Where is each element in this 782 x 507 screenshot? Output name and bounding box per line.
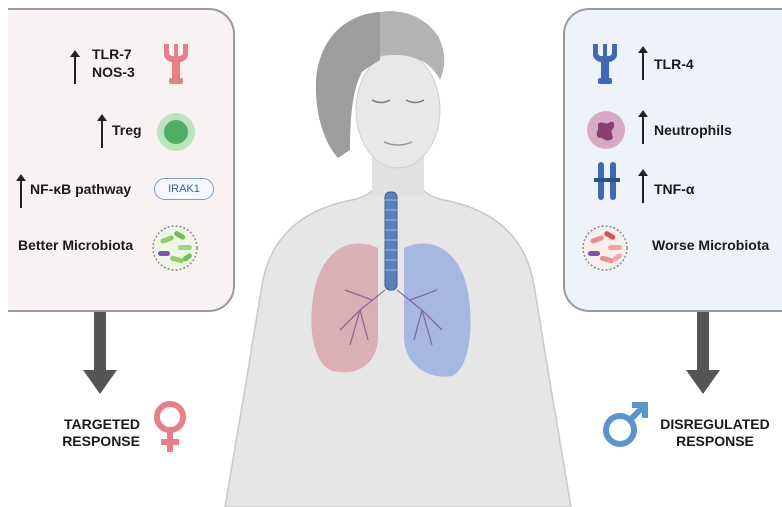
- treg-cell-icon: [156, 112, 196, 152]
- trachea: [385, 192, 397, 290]
- irak1-badge: IRAK1: [154, 178, 214, 200]
- label-nfkb-pathway: NF-κB pathway: [30, 181, 131, 197]
- label-tnf-alpha: TNF-α: [654, 181, 694, 197]
- label-neutrophils: Neutrophils: [654, 122, 732, 138]
- increase-arrow: [74, 56, 76, 84]
- down-arrow-female: [94, 312, 106, 372]
- male-response-label: DISREGULATED RESPONSE: [660, 416, 770, 450]
- down-arrow-male: [697, 312, 709, 372]
- tnf-receptor-icon: [592, 160, 622, 206]
- increase-arrow: [101, 120, 103, 148]
- male-symbol-icon: [600, 400, 650, 450]
- increase-arrow: [642, 175, 644, 203]
- tlr-receptor-icon: [156, 40, 196, 86]
- female-symbol-icon: [150, 400, 190, 454]
- body-silhouette: [225, 168, 571, 507]
- label-tlr7: TLR-7: [92, 46, 132, 62]
- microbiota-icon: [152, 225, 198, 271]
- increase-arrow: [642, 116, 644, 144]
- tlr-receptor-icon: [585, 40, 625, 86]
- label-treg: Treg: [112, 122, 142, 138]
- female-response-label: TARGETED RESPONSE: [58, 416, 140, 450]
- label-better-microbiota: Better Microbiota: [18, 237, 133, 253]
- microbiota-icon: [582, 225, 628, 271]
- neutrophil-icon: [586, 110, 626, 150]
- increase-arrow: [642, 52, 644, 80]
- increase-arrow: [20, 180, 22, 208]
- label-worse-microbiota: Worse Microbiota: [652, 237, 769, 253]
- label-tlr4: TLR-4: [654, 56, 694, 72]
- label-nos3: NOS-3: [92, 64, 135, 80]
- head: [356, 52, 440, 168]
